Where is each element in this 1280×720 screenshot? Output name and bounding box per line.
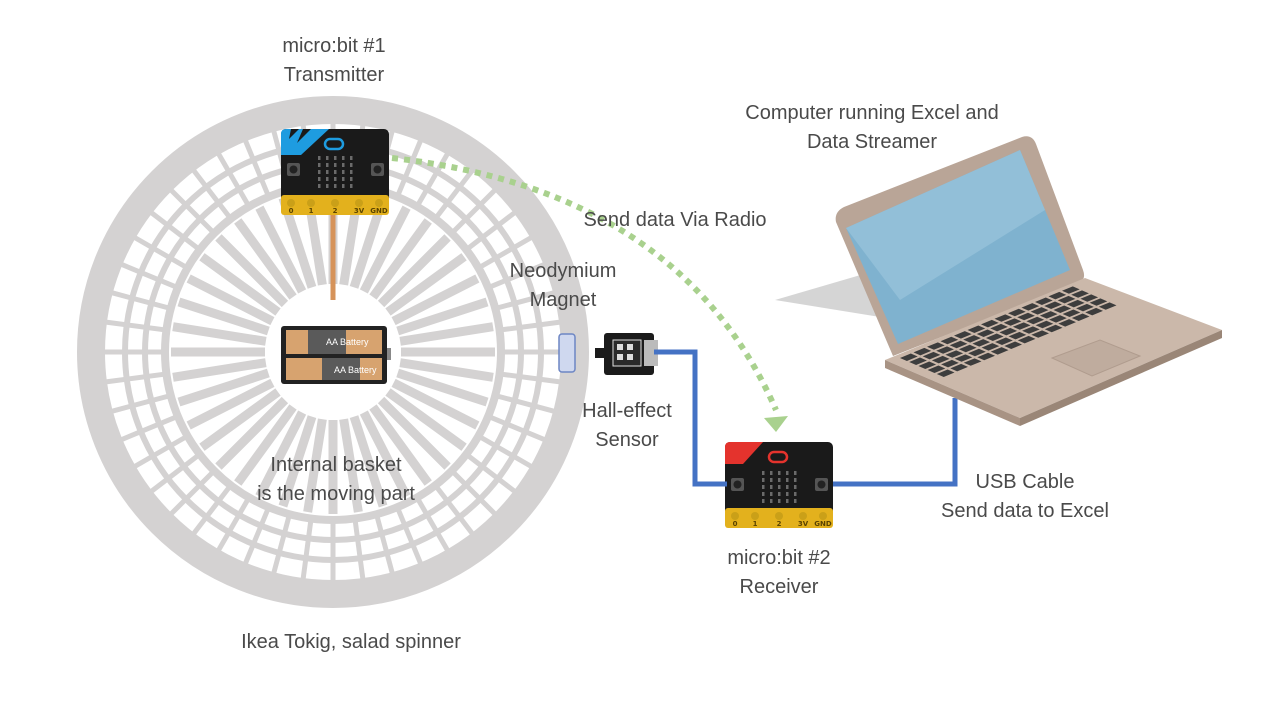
magnet-label-line2: Magnet — [529, 289, 597, 311]
laptop-icon — [775, 136, 1222, 426]
pin-label: GND — [370, 207, 388, 215]
pin-label: 2 — [333, 207, 338, 215]
pin-label: GND — [814, 520, 832, 528]
magnet-icon — [558, 333, 576, 373]
usb-label: USB Cable Send data to Excel — [941, 468, 1109, 526]
battery-label-top: AA Battery — [326, 337, 369, 347]
basket-label-line1: Internal basket — [270, 454, 402, 476]
computer-label-line2: Data Streamer — [806, 131, 938, 153]
sensor-wire — [654, 349, 727, 487]
receiver-label-line1: micro:bit #2 — [727, 547, 831, 569]
transmitter-microbit-icon: 0 1 2 3V GND — [281, 129, 389, 215]
pin-label: 3V — [798, 520, 809, 528]
radio-signal-arrow — [391, 155, 788, 432]
battery-label-bottom: AA Battery — [334, 365, 377, 375]
sensor-label-line1: Hall-effect — [582, 400, 672, 422]
transmitter-label-line1: micro:bit #1 — [282, 35, 386, 57]
magnet-label: Neodymium Magnet — [510, 257, 617, 315]
spinner-label-text: Ikea Tokig, salad spinner — [241, 631, 461, 653]
battery-holder-icon: AA Battery AA Battery — [281, 326, 391, 384]
pin-label: 1 — [753, 520, 758, 528]
radio-label: Send data Via Radio — [583, 206, 766, 235]
usb-label-line2: Send data to Excel — [941, 500, 1109, 522]
transmitter-label-line2: Transmitter — [283, 64, 385, 86]
pin-label: 0 — [733, 520, 738, 528]
basket-label-line2: is the moving part — [257, 483, 415, 505]
hall-sensor-icon — [595, 333, 658, 375]
basket-label: Internal basket is the moving part — [257, 451, 415, 509]
radio-label-text: Send data Via Radio — [583, 209, 767, 231]
pin-label: 0 — [289, 207, 294, 215]
transmitter-label: micro:bit #1 Transmitter — [282, 32, 385, 90]
computer-label: Computer running Excel and Data Streamer — [745, 99, 998, 157]
usb-label-line1: USB Cable — [975, 471, 1075, 493]
sensor-label: Hall-effect Sensor — [582, 397, 672, 455]
receiver-microbit-icon: 0 1 2 3V GND — [725, 442, 833, 528]
pin-label: 2 — [777, 520, 782, 528]
computer-label-line1: Computer running Excel and — [745, 102, 999, 124]
pin-label: 3V — [354, 207, 365, 215]
sensor-label-line2: Sensor — [595, 429, 659, 451]
pin-label: 1 — [309, 207, 314, 215]
spinner-label: Ikea Tokig, salad spinner — [241, 628, 461, 657]
magnet-label-line1: Neodymium — [509, 260, 617, 282]
receiver-label-line2: Receiver — [739, 576, 819, 598]
receiver-label: micro:bit #2 Receiver — [727, 544, 830, 602]
usb-cable — [833, 398, 958, 487]
